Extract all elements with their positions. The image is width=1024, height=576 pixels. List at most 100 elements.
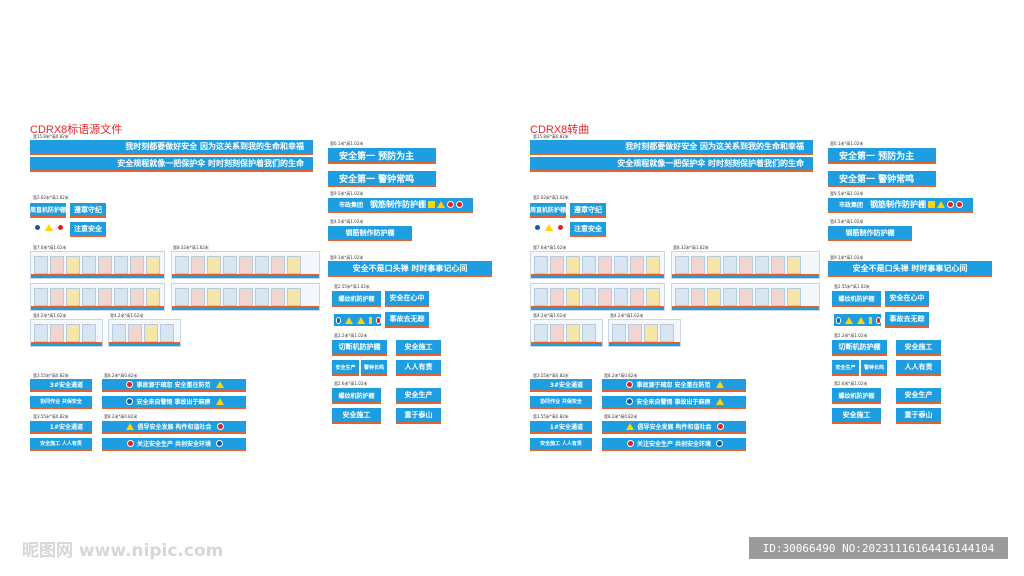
banner-text: 钢筋制作防护棚 [845, 228, 895, 237]
banner-text: 市政集团 [339, 202, 364, 209]
banner-text: 倡导安全发展 构件和谐社会 [137, 424, 212, 431]
banner-safe-all: 安全施工 人人有责 [530, 438, 592, 451]
poster-thumbnail [223, 256, 237, 274]
tri-sign-icon [715, 381, 724, 388]
tri-sign-icon [344, 316, 353, 324]
banner-text: 安全来自警惕 事故出于麻痹 [136, 399, 211, 406]
sq-sign-icon [368, 316, 373, 324]
dimension-label: 宽7.6米*高1.62米 [33, 245, 67, 250]
banner-text: 1#安全通道 [549, 424, 583, 431]
poster-thumbnail [207, 288, 221, 306]
circ-sign-icon [947, 201, 955, 208]
poster-thumbnail [114, 288, 128, 306]
poster-thumbnail [239, 256, 253, 274]
banner-negligence: 事故源于疏忽 安全重在防范 [602, 379, 746, 392]
banner-thread-shed-2: 螺纹机防护棚 [332, 388, 381, 404]
poster-thumbnail [287, 256, 301, 274]
banner-text: 重于泰山 [404, 411, 433, 419]
poster-thumbnail [271, 256, 285, 274]
panel-stripe [531, 342, 602, 343]
poster-thumbnail [582, 324, 596, 342]
banner-construct-2: 安全施工 [832, 408, 881, 424]
banner-text: 我时刻都要做好安全 因为这关系到我的生命和幸福 [125, 142, 304, 151]
banner-taishan: 重于泰山 [396, 408, 441, 424]
poster-thumbnail [191, 288, 205, 306]
blue-sign-icon [216, 440, 224, 447]
sq-sign-icon [428, 201, 436, 208]
poster-thumbnail [691, 288, 705, 306]
banner-alarm: 安全第一 警钟常鸣 [328, 171, 436, 187]
dimension-label: 宽4.2米*高1.62米 [110, 313, 144, 318]
poster-thumbnail [675, 288, 689, 306]
tri-sign-icon [437, 201, 446, 208]
banner-text: 1#安全通道 [49, 424, 83, 431]
circ-sign-icon [716, 423, 724, 430]
poster-thumbnail [566, 324, 580, 342]
poster-panel-3 [530, 283, 665, 311]
poster-thumbnail [160, 324, 174, 342]
poster-thumbnail [34, 256, 48, 274]
banner-discipline: 遵章守纪 [570, 203, 606, 218]
panel-bar [172, 307, 319, 310]
banner-crane-shed: 周直机防护棚 [30, 203, 66, 218]
poster-thumbnail [82, 288, 96, 306]
panel-stripe [31, 306, 164, 307]
dimension-label: 宽8.2米*高0.82米 [604, 414, 638, 419]
sq-sign-icon [868, 316, 873, 324]
banner-vigilance: 安全来自警惕 事故出于麻痹 [102, 396, 246, 409]
banner-harmony: 倡导安全发展 构件和谐社会 [102, 421, 246, 434]
dimension-label: 宽2.55米*高1.02米 [834, 284, 870, 289]
poster-thumbnail [146, 288, 160, 306]
banner-text: 安全规程就像一把保护伞 时时刻刻保护着我们的生命 [117, 159, 304, 168]
poster-thumbnail [723, 288, 737, 306]
safety-icons-row-2 [334, 314, 381, 326]
poster-thumbnail [755, 256, 769, 274]
sheet-title: CDRX8转曲 [530, 124, 590, 136]
panel-bar [672, 307, 819, 310]
poster-thumbnail [612, 324, 626, 342]
banner-text: 事故去无踪 [889, 315, 925, 323]
poster-thumbnail [691, 256, 705, 274]
circ-sign-icon [126, 381, 134, 388]
banner-text: 关注安全生产 共创安全环境 [136, 441, 212, 448]
circ-sign-icon [376, 316, 381, 324]
poster-thumbnail [675, 256, 689, 274]
banner-cooperate: 协同作业 共保安全 [30, 396, 92, 409]
poster-thumbnail [550, 256, 564, 274]
banner-text: 安全施工 [342, 411, 371, 419]
tri-sign-icon [215, 381, 224, 388]
sq-sign-icon [928, 201, 936, 208]
banner-text: 安全在心中 [389, 294, 425, 302]
banner-harmony: 倡导安全发展 构件和谐社会 [602, 421, 746, 434]
poster-thumbnail [66, 288, 80, 306]
poster-thumbnail [239, 288, 253, 306]
poster-thumbnail [50, 288, 64, 306]
panel-stripe [31, 274, 164, 275]
safety-icons-row-1 [32, 224, 64, 231]
banner-text: 安全施工 [904, 343, 933, 351]
dimension-label: 宽3.55米*高0.82米 [533, 373, 569, 378]
banner-text: 注意安全 [74, 224, 102, 233]
circ-sign-icon [557, 224, 564, 231]
poster-thumbnail [82, 324, 96, 342]
dimension-label: 宽2.6米*高1.02米 [834, 381, 868, 386]
poster-thumbnail [82, 256, 96, 274]
poster-thumbnail [755, 288, 769, 306]
banner-text: 事故源于疏忽 安全重在防范 [636, 382, 711, 389]
banner-everyone: 人人有责 [896, 360, 941, 376]
tri-sign-icon [45, 224, 53, 231]
banner-care: 关注安全生产 共创安全环境 [602, 438, 746, 451]
poster-thumbnail [582, 256, 596, 274]
poster-thumbnail [644, 324, 658, 342]
banner-construct: 安全施工 [896, 340, 941, 356]
poster-thumbnail [255, 256, 269, 274]
dimension-label: 宽4.5米*高1.02米 [830, 219, 864, 224]
panel-bar [609, 343, 680, 346]
dimension-label: 宽6.1米*高1.02米 [330, 141, 364, 146]
dimension-label: 宽9.1米*高1.02米 [330, 255, 364, 260]
long-banner-1: 我时刻都要做好安全 因为这关系到我的生命和幸福 [530, 140, 813, 155]
poster-thumbnail [98, 288, 112, 306]
poster-thumbnail [771, 288, 785, 306]
dimension-label: 宽9.5米*高1.02米 [830, 191, 864, 196]
dimension-label: 宽2.2米*高1.02米 [334, 333, 368, 338]
